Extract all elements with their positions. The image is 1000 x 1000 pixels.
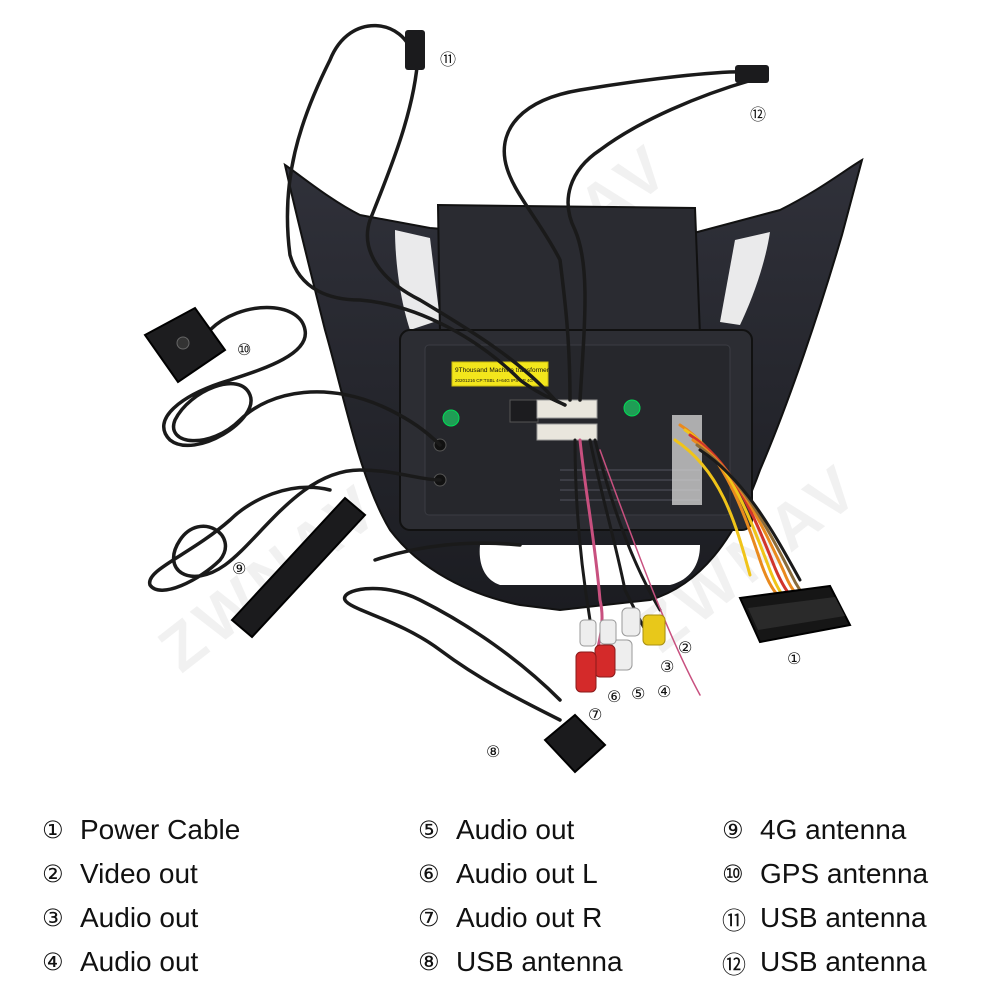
legend-item: ⑤ Audio out xyxy=(418,808,623,852)
legend-item: ⑥ Audio out L xyxy=(418,852,623,896)
usb-plug-bottom xyxy=(543,713,607,774)
legend-number: ③ xyxy=(42,904,64,932)
lte-antenna xyxy=(230,496,367,639)
legend-item: ⑦ Audio out R xyxy=(418,896,623,940)
callout-4: ④ xyxy=(657,682,672,701)
legend-label: Audio out L xyxy=(456,858,598,889)
legend-item: ① Power Cable xyxy=(42,808,240,852)
legend: ① Power Cable ② Video out ③ Audio out ④ Audi… xyxy=(0,808,1000,993)
legend-number: ⑥ xyxy=(418,860,440,888)
legend-item: ② Video out xyxy=(42,852,240,896)
sticker-line-2: 20201216 CP:TSBL 4+64G IPS CP 4G xyxy=(455,378,533,383)
callout-9: ⑨ xyxy=(232,559,247,578)
gps-antenna xyxy=(143,306,227,384)
callout-5: ⑤ xyxy=(631,684,646,703)
callout-12: ⑫ xyxy=(750,105,767,124)
legend-number: ⑤ xyxy=(418,816,440,844)
screen-panel xyxy=(436,203,702,336)
legend-number: ④ xyxy=(42,948,64,976)
power-connector xyxy=(738,584,852,644)
callout-7: ⑦ xyxy=(588,705,603,724)
legend-item: ⑩ GPS antenna xyxy=(722,852,928,896)
legend-number: ② xyxy=(42,860,64,888)
legend-label: Audio out R xyxy=(456,902,603,933)
legend-item: ⑧ USB antenna xyxy=(418,940,623,984)
legend-number: ① xyxy=(42,816,64,844)
legend-label: USB antenna xyxy=(760,946,927,977)
legend-label: Audio out xyxy=(80,946,199,977)
sticker-line-1: 9Thousand Machine transformer xyxy=(455,367,550,374)
legend-label: USB antenna xyxy=(760,902,927,933)
legend-label: USB antenna xyxy=(456,946,623,977)
legend-item: ④ Audio out xyxy=(42,940,240,984)
usb-plug-top-left xyxy=(405,30,425,70)
legend-label: Video out xyxy=(80,858,198,889)
callout-1: ① xyxy=(787,649,802,668)
legend-label: 4G antenna xyxy=(760,814,907,845)
callout-10: ⑩ xyxy=(237,340,252,359)
callout-2: ② xyxy=(678,638,693,657)
legend-item: ⑨ 4G antenna xyxy=(722,808,928,852)
legend-number: ⑩ xyxy=(722,860,744,888)
legend-number: ⑧ xyxy=(418,948,440,976)
callout-6: ⑥ xyxy=(607,687,622,706)
legend-label: GPS antenna xyxy=(760,858,929,889)
legend-number: ⑪ xyxy=(722,906,746,935)
callout-3: ③ xyxy=(660,657,675,676)
callout-8: ⑧ xyxy=(486,742,501,761)
usb-plug-top-right xyxy=(735,65,769,83)
legend-number: ⑫ xyxy=(722,950,746,979)
legend-item: ⑫ USB antenna xyxy=(722,940,928,984)
legend-number: ⑨ xyxy=(722,816,744,844)
legend-item: ③ Audio out xyxy=(42,896,240,940)
legend-number: ⑦ xyxy=(418,904,440,932)
callout-11: ⑪ xyxy=(440,50,457,69)
legend-label: Power Cable xyxy=(80,814,241,845)
legend-item: ⑪ USB antenna xyxy=(722,896,928,940)
rca-plugs xyxy=(575,607,666,693)
legend-label: Audio out xyxy=(456,814,575,845)
legend-label: Audio out xyxy=(80,902,199,933)
product-photo: 9Thousand Machine transformer 20201216 C… xyxy=(143,23,864,774)
legend-column-1: ① Power Cable ② Video out ③ Audio out ④ Audi… xyxy=(42,808,240,984)
legend-column-2: ⑤ Audio out ⑥ Audio out L ⑦ Audio out R ⑧ US… xyxy=(418,808,623,984)
